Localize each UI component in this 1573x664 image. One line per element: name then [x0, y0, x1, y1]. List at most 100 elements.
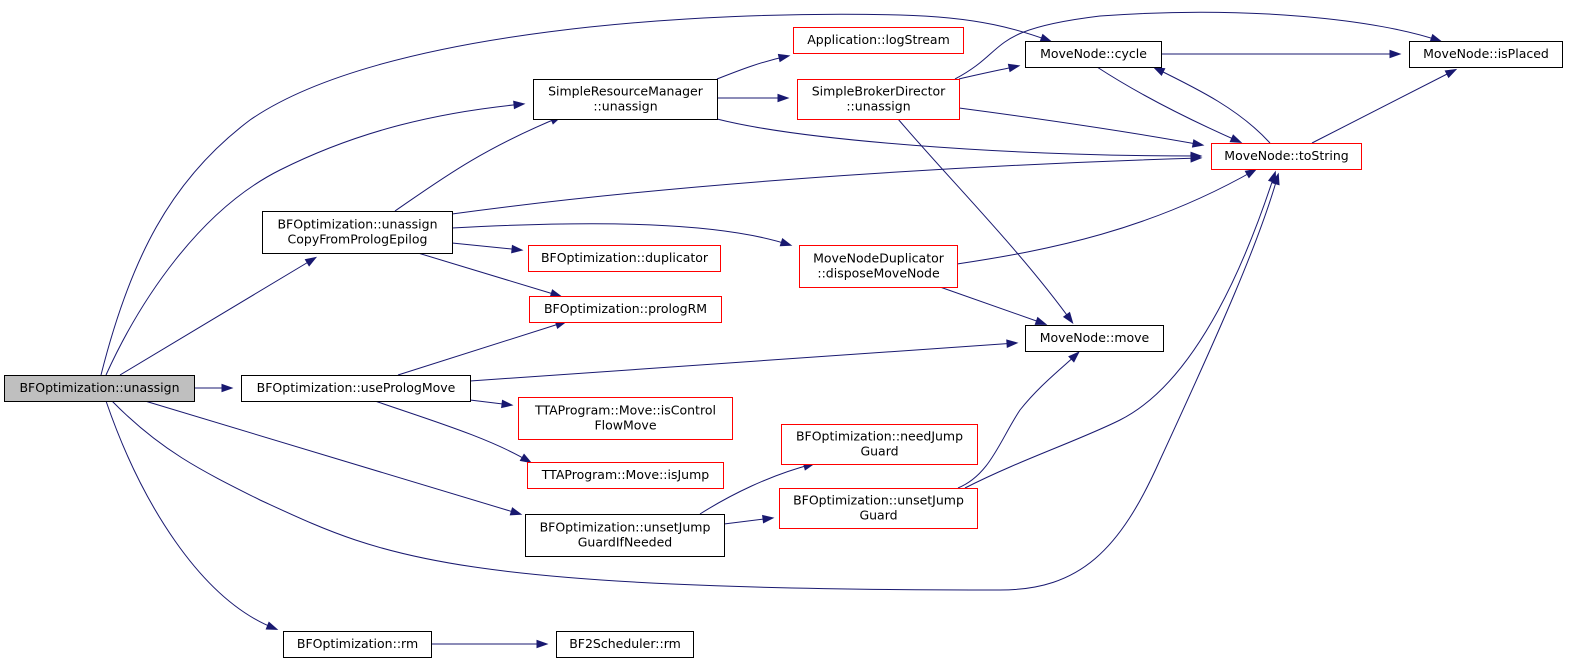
edge-srm_unassign-to-app_logstream	[716, 55, 789, 80]
node-unassign_copy[interactable]: BFOptimization::unassignCopyFromPrologEp…	[262, 211, 453, 254]
node-box-mn_move	[1025, 325, 1164, 352]
node-box-bfo_rm	[283, 631, 432, 658]
node-label-bf2_rm-line-0: BF2Scheduler::rm	[569, 636, 681, 651]
node-label-is_jump-line-0: TTAProgram::Move::isJump	[541, 467, 710, 482]
node-mnd_dispose[interactable]: MoveNodeDuplicator::disposeMoveNode	[799, 245, 958, 288]
node-bf2_rm[interactable]: BF2Scheduler::rm	[556, 631, 694, 658]
node-srm_unassign[interactable]: SimpleResourceManager::unassign	[533, 79, 718, 120]
node-label-duplicator-line-0: BFOptimization::duplicator	[541, 250, 709, 265]
node-box-mnd_dispose	[799, 245, 958, 288]
arrowhead-unassign_copy-to-mnd_dispose	[779, 238, 793, 247]
arrowhead-unassign_copy-to-duplicator	[511, 244, 524, 254]
edge-unassign-to-unassign_copy	[119, 257, 316, 376]
node-label-sbd_unassign-line-0: SimpleBrokerDirector	[812, 84, 946, 99]
node-label-srm_unassign-line-1: ::unassign	[593, 99, 657, 114]
arrowhead-mn_cycle-to-mn_tostring	[1229, 134, 1243, 144]
edge-unassign-to-mn_tostring	[111, 174, 1279, 591]
edge-mn_cycle-to-mn_tostring	[1096, 66, 1241, 143]
node-label-mn_move-line-0: MoveNode::move	[1040, 330, 1150, 345]
node-box-bf2_rm	[556, 631, 694, 658]
arrowhead-unassign-to-mn_cycle	[1039, 33, 1053, 42]
node-box-use_prolog_move	[241, 375, 471, 402]
node-use_prolog_move[interactable]: BFOptimization::usePrologMove	[241, 375, 471, 402]
edge-unassign_copy-to-mnd_dispose	[451, 223, 791, 246]
node-duplicator[interactable]: BFOptimization::duplicator	[528, 245, 721, 272]
edge-unassign-to-mn_cycle	[100, 13, 1051, 376]
arrowhead-unassign_copy-to-prolog_rm	[549, 289, 563, 298]
node-app_logstream[interactable]: Application::logStream	[793, 27, 964, 54]
node-label-mnd_dispose-line-0: MoveNodeDuplicator	[813, 251, 945, 266]
arrowhead-use_prolog_move-to-is_jump	[519, 453, 533, 464]
node-box-duplicator	[528, 245, 721, 272]
node-bfo_rm[interactable]: BFOptimization::rm	[283, 631, 432, 658]
arrowhead-bfo_rm-to-bf2_rm	[536, 639, 549, 649]
arrowhead-sbd_unassign-to-mn_isplaced	[1429, 33, 1443, 43]
node-box-srm_unassign	[533, 79, 718, 120]
arrowhead-sbd_unassign-to-mn_move	[1062, 311, 1074, 325]
node-mn_tostring[interactable]: MoveNode::toString	[1211, 143, 1362, 170]
arrowhead-unassign-to-use_prolog_move	[221, 383, 234, 393]
node-mn_isplaced[interactable]: MoveNode::isPlaced	[1409, 41, 1563, 68]
node-label-unassign_copy-line-1: CopyFromPrologEpilog	[288, 232, 428, 247]
node-unassign: BFOptimization::unassign	[4, 375, 195, 402]
arrowhead-srm_unassign-to-app_logstream	[777, 53, 791, 63]
node-is_jump[interactable]: TTAProgram::Move::isJump	[527, 462, 724, 489]
node-mn_cycle[interactable]: MoveNode::cycle	[1025, 41, 1162, 68]
node-box-is_control_flow	[518, 397, 733, 440]
node-label-mn_tostring-line-0: MoveNode::toString	[1224, 148, 1348, 163]
arrowhead-unset_jump_if_needed-to-unset_jump_guard	[762, 514, 775, 524]
edge-use_prolog_move-to-prolog_rm	[397, 321, 566, 376]
edge-mnd_dispose-to-mn_tostring	[956, 169, 1256, 265]
node-label-unassign_copy-line-0: BFOptimization::unassign	[277, 217, 437, 232]
edge-mn_tostring-to-mn_isplaced	[1311, 69, 1456, 144]
arrowhead-srm_unassign-to-sbd_unassign	[777, 93, 790, 103]
arrowhead-sbd_unassign-to-mn_tostring	[1191, 139, 1205, 148]
node-label-need_jump_guard-line-0: BFOptimization::needJump	[796, 429, 963, 444]
edge-unassign-to-srm_unassign	[105, 103, 524, 376]
node-box-mn_isplaced	[1409, 41, 1563, 68]
arrowhead-unset_jump_guard-to-mn_move	[1068, 351, 1080, 363]
node-box-unset_jump_guard	[779, 488, 978, 529]
edge-unassign_copy-to-srm_unassign	[394, 116, 561, 212]
node-label-unset_jump_guard-line-1: Guard	[859, 508, 897, 523]
arrowhead-sbd_unassign-to-mn_cycle	[1007, 63, 1021, 73]
edge-unassign_copy-to-duplicator	[451, 242, 522, 251]
edge-unassign-to-unset_jump_if_needed	[144, 400, 521, 515]
edge-use_prolog_move-to-is_jump	[374, 400, 531, 463]
arrowhead-use_prolog_move-to-is_control_flow	[501, 399, 514, 409]
edge-unset_jump_guard-to-mn_move	[957, 352, 1079, 489]
arrowhead-mn_tostring-to-mn_cycle	[1152, 66, 1166, 77]
node-box-prolog_rm	[529, 296, 722, 323]
node-label-mnd_dispose-line-1: ::disposeMoveNode	[817, 266, 940, 281]
arrowhead-unassign-to-unassign_copy	[304, 256, 318, 267]
node-label-srm_unassign-line-0: SimpleResourceManager	[548, 84, 704, 99]
arrowhead-use_prolog_move-to-mn_move	[1006, 339, 1019, 348]
node-box-is_jump	[527, 462, 724, 489]
node-box-app_logstream	[793, 27, 964, 54]
node-sbd_unassign[interactable]: SimpleBrokerDirector::unassign	[797, 79, 960, 120]
edges-layer	[100, 11, 1458, 649]
arrowhead-mn_tostring-to-mn_isplaced	[1444, 68, 1458, 79]
edge-srm_unassign-to-mn_tostring	[716, 118, 1201, 157]
edge-sbd_unassign-to-mn_isplaced	[954, 11, 1441, 80]
edge-unassign_copy-to-prolog_rm	[417, 252, 561, 297]
node-label-is_control_flow-line-0: TTAProgram::Move::isControl	[534, 403, 716, 418]
node-label-unset_jump_if_needed-line-0: BFOptimization::unsetJump	[540, 520, 711, 535]
node-box-mn_cycle	[1025, 41, 1162, 68]
node-mn_move[interactable]: MoveNode::move	[1025, 325, 1164, 352]
edge-unassign-to-bfo_rm	[105, 400, 277, 630]
node-prolog_rm[interactable]: BFOptimization::prologRM	[529, 296, 722, 323]
arrowhead-mn_cycle-to-mn_isplaced	[1389, 49, 1402, 59]
arrowhead-unassign-to-unset_jump_if_needed	[509, 507, 523, 516]
arrowhead-unassign-to-srm_unassign	[513, 100, 526, 110]
node-label-sbd_unassign-line-1: ::unassign	[846, 99, 910, 114]
node-label-mn_cycle-line-0: MoveNode::cycle	[1040, 46, 1147, 61]
node-label-unset_jump_guard-line-0: BFOptimization::unsetJump	[793, 493, 964, 508]
node-label-unassign-line-0: BFOptimization::unassign	[19, 380, 179, 395]
nodes-layer: BFOptimization::unassign SimpleResourceMa…	[4, 27, 1563, 658]
